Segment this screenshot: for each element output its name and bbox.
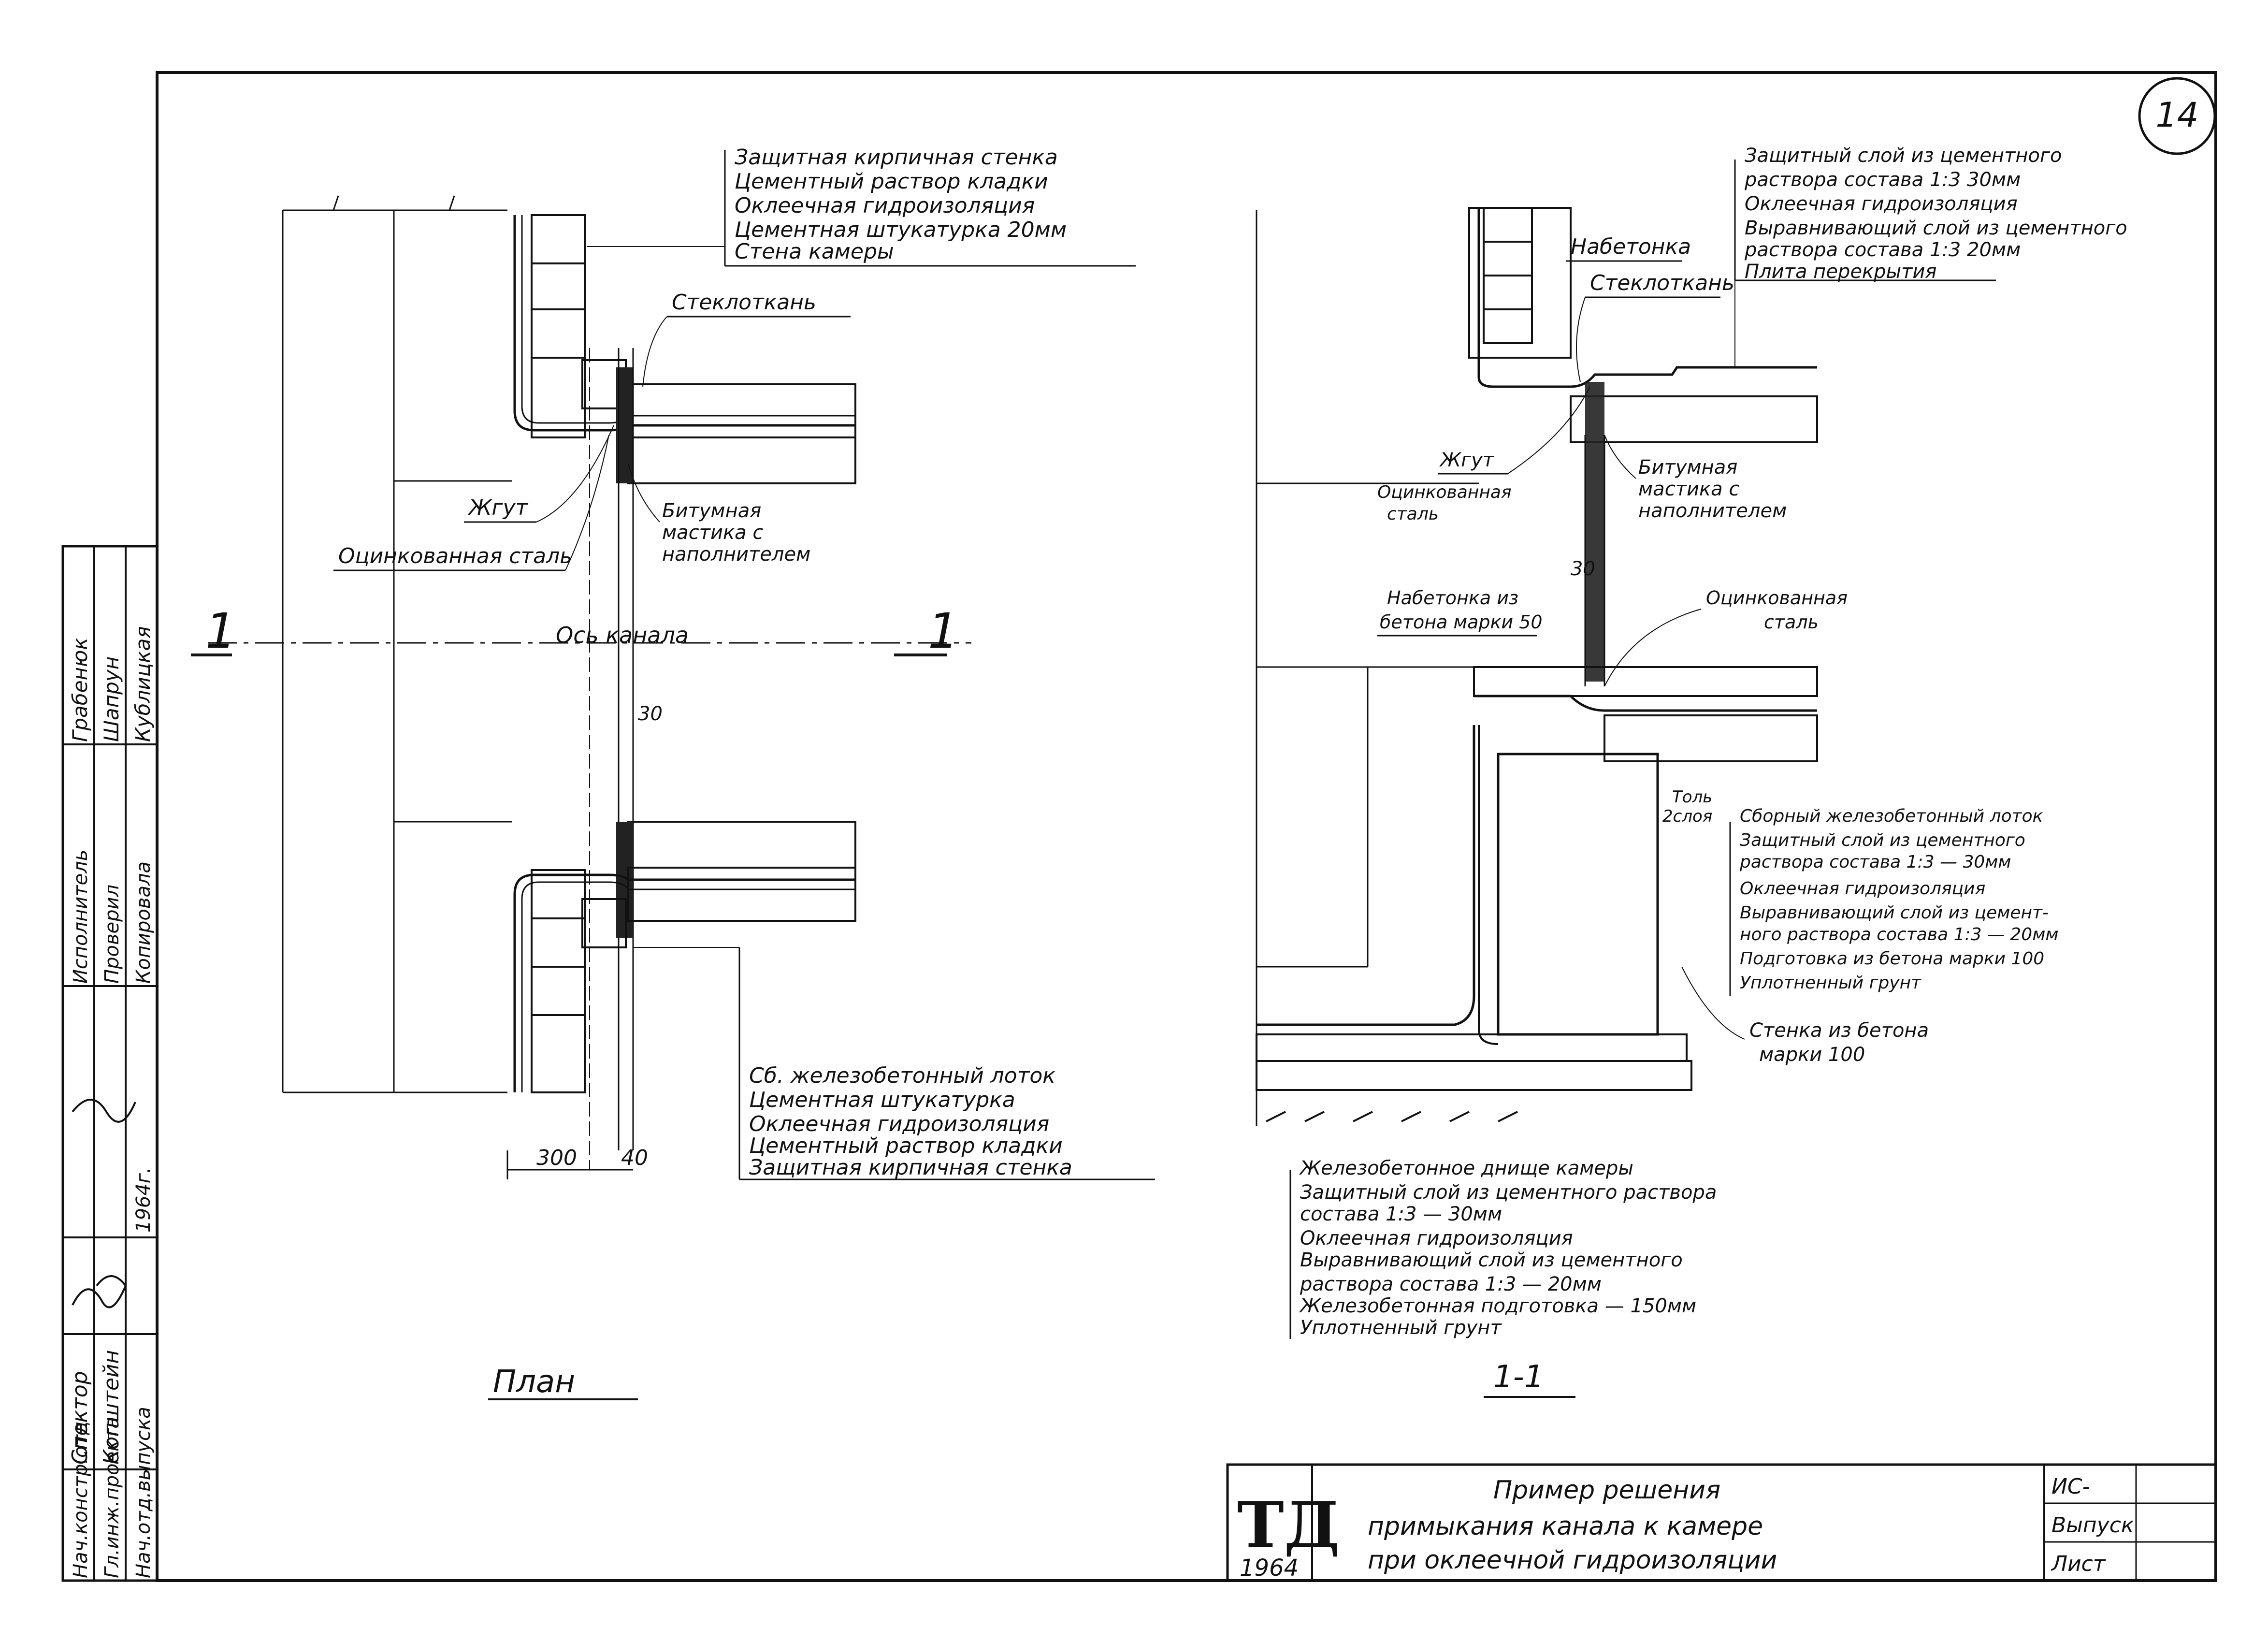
section-bottom-callout-7: Железобетонная подготовка — 150мм (1299, 1295, 1696, 1317)
section-right-callout-7: Подготовка из бетона марки 100 (1740, 949, 2044, 969)
section-bottom-callout-4: Оклеечная гидроизоляция (1300, 1227, 1573, 1249)
section-nabetonka: Набетонка (1571, 234, 1691, 259)
section-bottom-callout-5: Выравнивающий слой из цементного (1300, 1249, 1683, 1271)
section-dim-30: 30 (1571, 558, 1595, 580)
sig-name-2: Шапрун (100, 656, 123, 742)
section-top-callout-6: Плита перекрытия (1745, 261, 1936, 283)
sig-role-2: Гл.инж.проекта (101, 1417, 123, 1578)
plan-bottom-callout-2: Цементная штукатурка (749, 1088, 1015, 1112)
plan-steklotkan-label: Стеклоткань (672, 290, 816, 315)
section-nabetonka-mark-2: бетона марки 50 (1380, 611, 1543, 633)
plan-bitum-3: наполнителем (662, 543, 810, 566)
section-top-callout-1: Защитный слой из цементного (1745, 145, 2062, 167)
sig-approval-2: Проверил (101, 885, 123, 984)
title-line-3: при оклеечной гидроизоляции (1368, 1546, 1777, 1575)
section-ocink-right-1: Оцинкованная (1706, 587, 1848, 609)
plan-bottom-callout-4: Цементный раствор кладки (749, 1133, 1063, 1158)
plan-top-callout-1: Защитная кирпичная стенка (735, 145, 1058, 170)
section-right-callout-8: Уплотненный грунт (1740, 973, 1921, 993)
section-zhgut: Жгут (1439, 449, 1495, 471)
plan-bottom-callout-3: Оклеечная гидроизоляция (749, 1112, 1049, 1136)
title-line-1: Пример решения (1493, 1476, 1720, 1505)
drawing-frame (156, 71, 2217, 1582)
plan-view: Ось канала 1 1 300 40 30 Защитная кирпич… (191, 145, 1155, 1400)
sheet-number-badge: 14 (2138, 77, 2216, 155)
sheet-number: 14 (2155, 95, 2198, 135)
plan-section-mark-left: 1 (205, 603, 236, 659)
sig-role-1: Нач.констр.отд (70, 1421, 92, 1578)
title-block: ТД 1964 Пример решения примыкания канала… (1226, 1463, 2217, 1582)
section-ocink-left-1: Оцинкованная (1377, 482, 1512, 502)
title-line-2: примыкания канала к камере (1368, 1512, 1763, 1541)
section-right-callout-3: раствора состава 1:3 — 30мм (1739, 852, 2011, 872)
section-bottom-callout-3: состава 1:3 — 30мм (1300, 1203, 1502, 1225)
sig-approval-3: Копировала (132, 861, 155, 984)
section-bottom-callout-6: раствора состава 1:3 — 20мм (1300, 1273, 1602, 1295)
section-right-callout-1: Сборный железобетонный лоток (1740, 806, 2043, 826)
section-caption: 1-1 (1493, 1359, 1544, 1395)
section-right-callout-6: ного раствора состава 1:3 — 20мм (1740, 925, 2059, 944)
section-ocink-right-2: сталь (1764, 611, 1819, 633)
sig-name-1: Грабенюк (68, 638, 92, 742)
section-wall-callout-2: марки 100 (1759, 1044, 1865, 1066)
sig-role-3: Нач.отд.выпуска (132, 1407, 155, 1578)
section-top-callout-5: раствора состава 1:3 20мм (1744, 239, 2021, 261)
sig-year: 1964г. (132, 1167, 155, 1233)
signature-block: Нач.констр.отд Гл.инж.проекта Нач.отд.вы… (61, 545, 159, 1582)
section-tol-1: Толь (1672, 787, 1712, 807)
section-top-callout-4: Выравнивающий слой из цементного (1745, 217, 2127, 239)
sig-position-2: Копштейн (99, 1350, 124, 1465)
signature-scribble-1 (72, 1275, 127, 1308)
section-bitum-1: Битумная (1638, 456, 1737, 479)
section-ocink-left-2: сталь (1387, 504, 1439, 524)
sig-position-1: Спектор (68, 1371, 92, 1465)
section-bottom-callout-8: Уплотненный грунт (1300, 1317, 1502, 1339)
section-bottom-callout-2: Защитный слой из цементного раствора (1300, 1181, 1717, 1204)
section-bitum-3: наполнителем (1638, 500, 1787, 522)
plan-top-callout-5: Стена камеры (735, 239, 894, 264)
code-cell-2: Выпуск (2051, 1513, 2134, 1538)
section-top-callout-3: Оклеечная гидроизоляция (1745, 193, 2018, 215)
section-right-callout-2: Защитный слой из цементного (1740, 830, 2025, 850)
plan-section-mark-right: 1 (928, 603, 959, 659)
section-view: Защитный слой из цементного раствора сос… (1256, 145, 2127, 1398)
code-cell-3: Лист (2051, 1552, 2106, 1576)
plan-dim-300: 300 (536, 1146, 577, 1170)
stamp-mark: ТД (1237, 1488, 1340, 1562)
plan-axis-label: Ось канала (556, 622, 689, 648)
stamp-year: 1964 (1240, 1554, 1299, 1582)
section-steklotkan: Стеклоткань (1590, 271, 1734, 295)
plan-bottom-callout-5: Защитная кирпичная стенка (749, 1155, 1072, 1180)
section-right-callout-4: Оклеечная гидроизоляция (1740, 879, 1985, 899)
section-tol-2: 2слоя (1662, 807, 1712, 826)
section-top-callout-2: раствора состава 1:3 30мм (1744, 169, 2021, 191)
plan-bitum-1: Битумная (662, 500, 761, 522)
section-bitum-2: мастика с (1638, 478, 1739, 500)
code-cell-1: ИС- (2051, 1474, 2090, 1499)
plan-bitum-2: мастика с (662, 522, 763, 544)
plan-dim-30: 30 (638, 703, 663, 725)
plan-top-callout-2: Цементный раствор кладки (735, 169, 1048, 194)
sig-approval-1: Исполнитель (70, 850, 92, 984)
plan-ocink-label: Оцинкованная сталь (338, 544, 572, 568)
section-wall-callout-1: Стенка из бетона (1749, 1019, 1929, 1042)
section-right-callout-5: Выравнивающий слой из цемент- (1740, 903, 2049, 923)
section-nabetonka-mark-1: Набетонка из (1387, 587, 1518, 609)
plan-top-callout-3: Оклеечная гидроизоляция (735, 193, 1035, 218)
plan-caption: План (493, 1364, 575, 1400)
plan-top-callout-4: Цементная штукатурка 20мм (735, 218, 1067, 242)
signature-scribble-2 (72, 1099, 136, 1123)
section-bottom-callout-1: Железобетонное днище камеры (1299, 1157, 1633, 1179)
plan-zhgut-label: Жгут (467, 495, 529, 520)
plan-dim-40: 40 (621, 1146, 648, 1170)
plan-bottom-callout-1: Сб. железобетонный лоток (749, 1063, 1055, 1088)
sig-name-3: Кублицкая (131, 626, 155, 742)
